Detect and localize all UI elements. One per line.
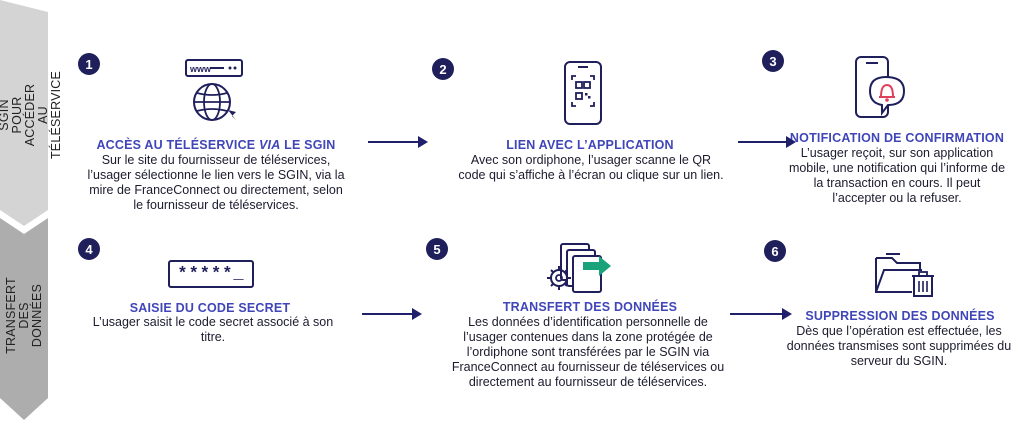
folder-delete-icon — [875, 253, 934, 297]
step-1-title: ACCÈS AU TÉLÉSERVICE VIA LE SGIN — [96, 138, 336, 152]
step-6-number: 6 — [764, 240, 786, 262]
step-5-title: TRANSFERT DES DONNÉES — [502, 300, 678, 314]
step-3-number: 3 — [762, 50, 784, 72]
globe-url-icon: www — [185, 59, 243, 121]
section-bands — [0, 0, 48, 420]
step-4-title: SAISIE DU CODE SECRET — [129, 301, 291, 315]
document-transfer-icon — [547, 243, 611, 293]
arrow-step-4-to-5 — [362, 308, 422, 320]
step-5-description: Les données d’identification personnelle… — [451, 315, 725, 389]
step-6-title: SUPPRESSION DES DONNÉES — [805, 309, 995, 323]
arrow-step-5-to-6 — [730, 308, 792, 320]
url-text: www — [189, 64, 212, 74]
section-band-transfer — [0, 218, 48, 420]
section-label-choice: Choix du SGIN pour accéder au téléservic… — [0, 70, 64, 160]
step-5-number: 5 — [426, 238, 448, 260]
secret-code-icon: *****_ — [168, 260, 254, 288]
section-label-transfer: Transfert des données — [3, 276, 44, 354]
step-4-number: 4 — [78, 238, 100, 260]
arrow-step-2-to-3 — [738, 136, 796, 148]
step-2-description: Avec son ordiphone, l’usager scanne le Q… — [458, 153, 724, 182]
phone-qr-icon — [564, 61, 602, 125]
secret-code-text: *****_ — [177, 264, 245, 284]
step-1-description: Sur le site du fournisseur de téléservic… — [87, 153, 345, 212]
arrow-step-1-to-2 — [368, 136, 428, 148]
step-2-title: LIEN AVEC L’APPLICATION — [506, 138, 674, 152]
phone-notification-icon — [855, 56, 906, 118]
step-4-description: L’usager saisit le code secret associé à… — [92, 315, 334, 344]
step-3-title: NOTIFICATION DE CONFIRMATION — [789, 131, 1005, 145]
section-band-choice — [0, 0, 48, 226]
step-1-number: 1 — [78, 53, 100, 75]
step-2-number: 2 — [432, 58, 454, 80]
